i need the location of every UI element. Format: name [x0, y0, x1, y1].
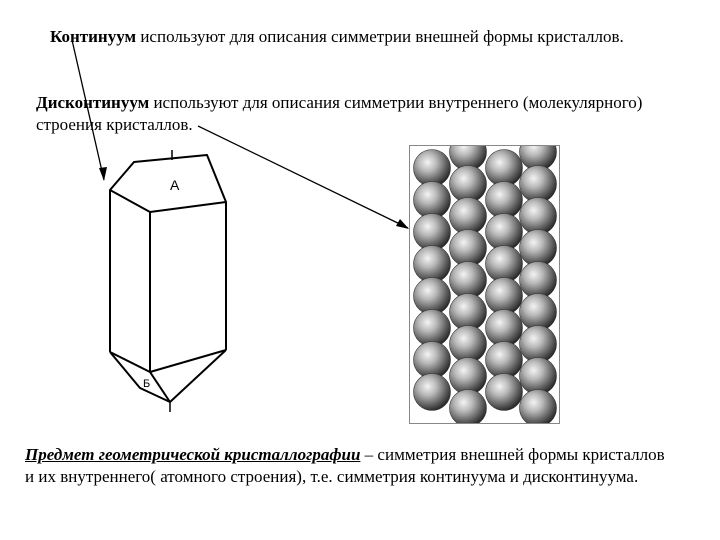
atom-sphere	[413, 373, 451, 411]
arrow-discontinuum-line	[197, 125, 409, 229]
crystal-top-face	[109, 154, 227, 213]
subject-paragraph: Предмет геометрической кристаллографии –…	[25, 444, 675, 488]
atom-sphere	[413, 181, 451, 219]
continuum-paragraph: Континуум используют для описания симмет…	[50, 26, 690, 48]
crystal-face-label-b: Б	[143, 378, 150, 390]
atom-sphere	[485, 341, 523, 379]
crystal-pyramid-ridge	[149, 371, 171, 403]
arrow-discontinuum-head	[396, 219, 409, 229]
atom-sphere	[449, 357, 487, 395]
atom-sphere	[449, 261, 487, 299]
atom-sphere	[449, 165, 487, 203]
atom-sphere	[485, 213, 523, 251]
atom-sphere	[485, 309, 523, 347]
discontinuum-paragraph: Дисконтинуум используют для описания сим…	[36, 92, 696, 136]
crystal-face-label-a: A	[170, 177, 180, 193]
atom-sphere	[413, 277, 451, 315]
atom-sphere	[519, 325, 557, 363]
atom-sphere	[519, 197, 557, 235]
atomic-packing-figure	[413, 133, 557, 427]
atomic-packing-panel	[409, 133, 560, 427]
prism-crystal-drawing	[109, 150, 227, 412]
continuum-text: используют для описания симметрии внешне…	[136, 27, 624, 46]
atom-sphere	[449, 197, 487, 235]
crystal-pyramid-edges	[109, 349, 227, 403]
atom-sphere	[449, 325, 487, 363]
atom-sphere	[413, 149, 451, 187]
atom-sphere	[485, 149, 523, 187]
crystal-bottom-rim	[109, 349, 227, 373]
atom-sphere	[519, 389, 557, 427]
atom-sphere	[449, 293, 487, 331]
atom-sphere	[519, 165, 557, 203]
discontinuum-term: Дисконтинуум	[36, 93, 150, 112]
atom-sphere	[485, 181, 523, 219]
atom-sphere	[413, 213, 451, 251]
atom-sphere	[449, 229, 487, 267]
atom-sphere	[519, 357, 557, 395]
arrow-continuum-head	[99, 167, 107, 181]
subject-text: – симметрия внешней формы кристаллов и и…	[25, 445, 665, 486]
atom-sphere	[413, 341, 451, 379]
atom-sphere	[485, 373, 523, 411]
atom-sphere	[519, 261, 557, 299]
atom-sphere	[485, 277, 523, 315]
atom-sphere	[413, 245, 451, 283]
continuum-term: Континуум	[50, 27, 137, 46]
subject-term: Предмет геометрической кристаллографии	[25, 445, 361, 464]
atom-sphere	[519, 293, 557, 331]
atom-sphere	[519, 229, 557, 267]
atom-sphere	[413, 309, 451, 347]
atom-sphere	[485, 245, 523, 283]
atom-sphere	[449, 389, 487, 427]
